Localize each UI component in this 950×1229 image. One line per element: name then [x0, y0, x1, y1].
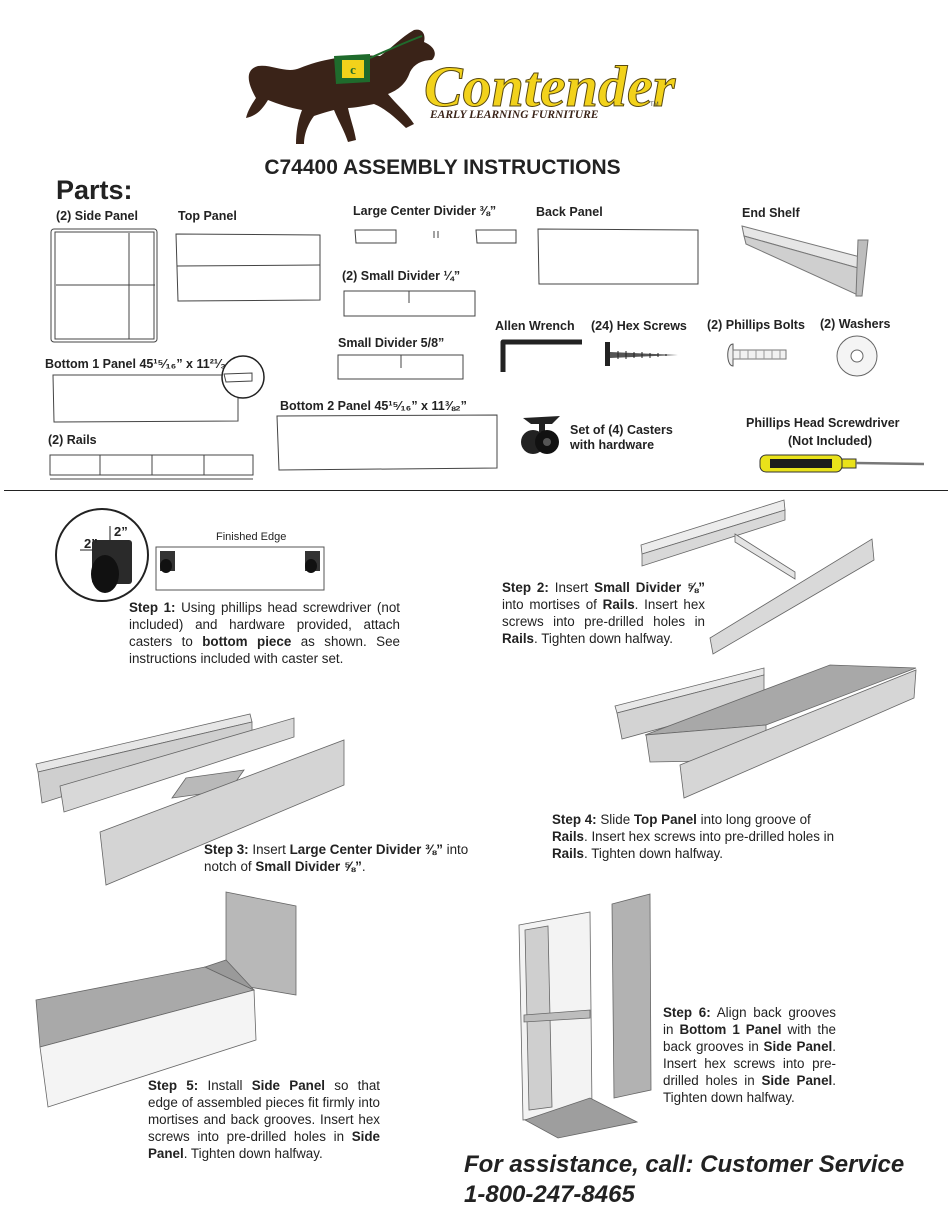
screwdriver-label-line2: (Not Included)	[788, 434, 873, 448]
side-panel-drawing	[50, 228, 158, 343]
dimension-label-left: 2”	[84, 536, 98, 551]
customer-service-block: For assistance, call: Customer Service 1…	[464, 1150, 904, 1210]
top-panel-label: Top Panel	[178, 209, 237, 223]
horse-logo-icon: c Contender EARLY LEARNING FURNITURE TM	[246, 29, 676, 145]
step6-drawing	[518, 893, 652, 1139]
step1-detail-drawing	[55, 508, 325, 602]
brand-tagline: EARLY LEARNING FURNITURE	[429, 109, 599, 121]
step5-drawing	[35, 891, 297, 1108]
step-1-text: Step 1: Using phillips head screwdriver …	[129, 600, 400, 666]
top-panel-drawing	[175, 233, 321, 302]
phillips-bolts-label: (2) Phillips Bolts	[707, 318, 805, 332]
parts-heading: Parts:	[56, 175, 133, 205]
washers-label: (2) Washers	[820, 317, 891, 331]
large-center-divider-drawing	[354, 229, 517, 244]
hex-screw-icon	[605, 342, 678, 366]
parts-drawings	[49, 225, 925, 480]
step-5-text: Step 5: Install Side Panel so that edge …	[148, 1078, 381, 1161]
washer-icon	[836, 335, 878, 377]
casters-label-line1: Set of (4) Casters	[570, 423, 673, 437]
phone-number: 1-800-247-8465	[464, 1181, 635, 1208]
screwdriver-icon	[759, 454, 925, 473]
step-3-text: Step 3: Insert Large Center Divider ⅜” i…	[204, 842, 469, 874]
brand-name: Contender	[424, 54, 676, 119]
back-panel-drawing	[537, 228, 699, 285]
step-4-text: Step 4: Slide Top Panel into long groove…	[552, 812, 835, 861]
section-divider	[4, 490, 948, 491]
caster-icon	[521, 416, 560, 454]
assistance-line: For assistance, call: Customer Service	[464, 1151, 905, 1178]
step-2-text: Step 2: Insert Small Divider ⅝” into mor…	[502, 580, 705, 646]
rails-label: (2) Rails	[48, 433, 97, 447]
step2-drawing	[640, 499, 875, 655]
small-divider-58-drawing	[337, 354, 464, 380]
large-center-divider-label: Large Center Divider ⅜”	[353, 204, 497, 218]
small-divider-58-label: Small Divider 5/8”	[338, 336, 445, 350]
screwdriver-label-line1: Phillips Head Screwdriver	[746, 416, 900, 430]
brand-logo: c Contender EARLY LEARNING FURNITURE TM	[238, 20, 678, 150]
finished-edge-label: Finished Edge	[216, 531, 287, 543]
small-divider-quarter-label: (2) Small Divider ¼”	[342, 269, 461, 283]
small-divider-quarter-drawing	[343, 290, 476, 317]
end-shelf-drawing	[741, 225, 869, 297]
page-title: C74400 ASSEMBLY INSTRUCTIONS	[264, 156, 621, 179]
side-panel-label: (2) Side Panel	[56, 209, 138, 223]
allen-wrench-label: Allen Wrench	[495, 319, 575, 333]
trademark-mark: TM	[650, 102, 659, 108]
hex-screws-label: (24) Hex Screws	[591, 319, 687, 333]
bottom2-panel-drawing	[276, 414, 498, 471]
phillips-bolt-icon	[727, 343, 787, 367]
back-panel-label: Back Panel	[536, 205, 603, 219]
step4-drawing	[614, 664, 917, 799]
step-6-text: Step 6: Align back grooves in Bottom 1 P…	[663, 1005, 836, 1105]
dimension-label-top: 2”	[114, 524, 128, 539]
casters-label-line2: with hardware	[570, 438, 655, 452]
bottom1-panel-drawing	[52, 355, 265, 423]
bottom2-panel-label: Bottom 2 Panel 45¹⁵⁄₁₆” x 11⅜₂”	[280, 399, 467, 413]
bottom1-panel-label: Bottom 1 Panel 45¹⁵⁄₁₆” x 11²¹⁄₃₂”	[45, 357, 238, 371]
rails-drawing	[49, 454, 254, 480]
allen-wrench-icon	[500, 339, 582, 372]
step3-drawing	[35, 713, 345, 886]
saddle-letter: c	[350, 62, 356, 77]
end-shelf-label: End Shelf	[742, 206, 800, 220]
